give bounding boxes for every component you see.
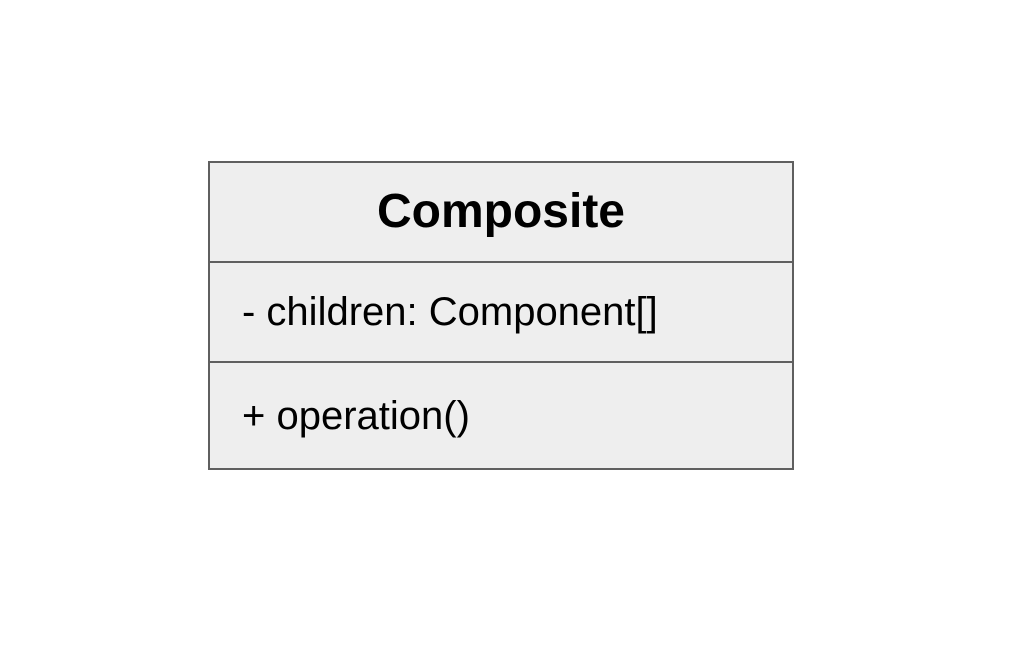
class-name: Composite: [376, 185, 625, 238]
attributes-compartment: - children: Component[]: [210, 263, 792, 363]
operations-compartment: + operation(): [210, 363, 792, 468]
uml-class-box: Composite - children: Component[] + oper…: [208, 161, 794, 470]
attribute-children: - children: Component[]: [242, 290, 658, 334]
operation-operation: + operation(): [242, 393, 470, 438]
class-name-compartment: Composite: [210, 163, 792, 263]
